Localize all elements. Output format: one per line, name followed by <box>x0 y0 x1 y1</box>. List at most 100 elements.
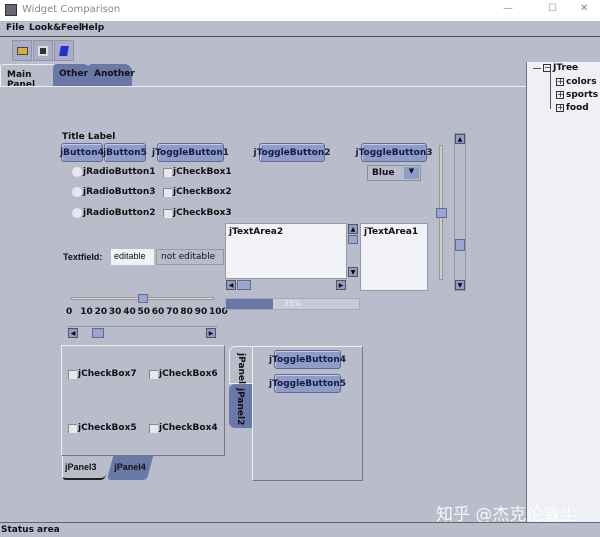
panel3-content <box>61 345 225 456</box>
jbutton5[interactable]: jButton5 <box>103 143 147 162</box>
jcheckbox5[interactable]: jCheckBox5 <box>68 423 137 433</box>
scroll-left-icon[interactable]: ◀ <box>68 328 78 338</box>
progress-bar: 35% <box>225 298 360 310</box>
jradiobutton3[interactable]: jRadioButton3 <box>72 187 156 197</box>
tab-main-panel[interactable]: Main Panel <box>0 64 55 90</box>
tree-label: colors <box>566 77 597 87</box>
jtogglebutton2[interactable]: jToggleButton2 <box>254 143 331 162</box>
jtogglebutton3[interactable]: jToggleButton3 <box>356 143 433 162</box>
radio-label: jRadioButton2 <box>83 208 156 218</box>
jbutton4[interactable]: jButton4 <box>60 143 104 162</box>
menu-file[interactable]: File <box>6 23 25 33</box>
window-title: Widget Comparison <box>22 4 121 15</box>
tab-label: jPanel4 <box>114 462 146 472</box>
textfield-not-editable: not editable <box>156 249 224 265</box>
tree-line <box>533 68 541 69</box>
menu-help[interactable]: Help <box>81 23 105 33</box>
tree-label: food <box>566 103 589 113</box>
open-button[interactable] <box>12 40 32 61</box>
combo-value: Blue <box>372 168 395 178</box>
jcheckbox7[interactable]: jCheckBox7 <box>68 369 137 379</box>
jcheckbox4[interactable]: jCheckBox4 <box>149 423 218 433</box>
scroll-right-icon[interactable]: ▶ <box>206 328 216 338</box>
panel1-content <box>252 346 363 481</box>
menu-bar: File Look&Feel Help <box>0 21 600 37</box>
jcheckbox6[interactable]: jCheckBox6 <box>149 369 218 379</box>
tree-panel <box>526 62 600 522</box>
app-icon <box>5 4 17 16</box>
menu-look-and-feel[interactable]: Look&Feel <box>29 23 83 33</box>
tab-jpanel4[interactable]: jPanel4 <box>106 456 154 480</box>
slider-tick-label: 60 <box>151 307 165 317</box>
slider-tick-label: 20 <box>94 307 108 317</box>
jtextarea2[interactable]: jTextArea2 <box>225 223 347 279</box>
tree-node-sports[interactable]: +sports <box>556 90 598 100</box>
tree-node-food[interactable]: +food <box>556 103 589 113</box>
scroll-up-icon[interactable]: ▲ <box>455 134 465 144</box>
expand-icon[interactable]: + <box>556 103 564 112</box>
scroll-right-icon[interactable]: ▶ <box>336 280 346 290</box>
jtogglebutton1[interactable]: jToggleButton1 <box>152 143 229 162</box>
slider-tick-label: 30 <box>108 307 122 317</box>
slider-thumb[interactable] <box>137 294 148 303</box>
jtogglebutton5[interactable]: jToggleButton5 <box>269 374 346 393</box>
jradiobutton1[interactable]: jRadioButton1 <box>72 167 156 177</box>
textarea2-vscrollbar[interactable]: ▲ ▼ <box>347 223 360 279</box>
book-icon <box>59 45 69 56</box>
tree-node-colors[interactable]: +colors <box>556 77 597 87</box>
slider-tick-label: 70 <box>166 307 179 317</box>
tab-jpanel1[interactable]: jPanel1 <box>229 346 252 390</box>
checkbox-label: jCheckBox6 <box>159 369 218 379</box>
book-button[interactable] <box>54 40 74 61</box>
minimize-button[interactable]: — <box>503 3 513 14</box>
tree-root[interactable]: −JTree <box>543 63 578 73</box>
tab-jpanel3[interactable]: jPanel3 <box>62 456 106 480</box>
tab-jpanel2[interactable]: jPanel2 <box>229 384 252 428</box>
textarea2-hscrollbar[interactable]: ◀ ▶ <box>225 279 347 291</box>
save-button[interactable] <box>33 40 53 61</box>
maximize-button[interactable]: ☐ <box>548 3 557 14</box>
textfield-label: Textfield: <box>63 252 103 262</box>
jtogglebutton4[interactable]: jToggleButton4 <box>269 350 346 369</box>
jcheckbox1[interactable]: jCheckBox1 <box>163 167 232 177</box>
scroll-thumb[interactable] <box>348 235 358 244</box>
tab-another[interactable]: Another <box>88 64 135 86</box>
slider-tick-label: 100 <box>209 307 228 317</box>
textfield-editable[interactable]: editable <box>111 249 154 265</box>
vertical-slider-thumb[interactable] <box>436 207 447 218</box>
tab-other[interactable]: Other <box>53 64 91 86</box>
scroll-up-icon[interactable]: ▲ <box>348 224 358 234</box>
scroll-left-icon[interactable]: ◀ <box>226 280 236 290</box>
save-icon <box>38 45 48 56</box>
tab-divider <box>0 86 526 87</box>
checkbox-label: jCheckBox2 <box>173 187 232 197</box>
tab-label: jPanel1 <box>236 353 246 391</box>
jcheckbox2[interactable]: jCheckBox2 <box>163 187 232 197</box>
checkbox-label: jCheckBox4 <box>159 423 218 433</box>
expand-icon[interactable]: + <box>556 77 564 86</box>
radio-label: jRadioButton3 <box>83 187 156 197</box>
scroll-thumb[interactable] <box>455 239 465 251</box>
color-combobox[interactable]: Blue ▼ <box>367 165 421 181</box>
checkbox-label: jCheckBox7 <box>78 369 137 379</box>
slider-tick-label: 50 <box>137 307 151 317</box>
horizontal-scrollbar[interactable]: ◀ ▶ <box>67 326 218 338</box>
checkbox-label: jCheckBox5 <box>78 423 137 433</box>
expand-icon[interactable]: + <box>556 90 564 99</box>
scroll-thumb[interactable] <box>237 280 251 290</box>
radio-label: jRadioButton1 <box>83 167 156 177</box>
open-folder-icon <box>16 46 28 55</box>
scroll-down-icon[interactable]: ▼ <box>348 267 358 277</box>
scroll-down-icon[interactable]: ▼ <box>455 280 465 290</box>
jtextarea1[interactable]: jTextArea1 <box>360 223 428 291</box>
tree-label: JTree <box>553 63 579 73</box>
close-button[interactable]: ✕ <box>580 3 589 14</box>
jcheckbox3[interactable]: jCheckBox3 <box>163 208 232 218</box>
vertical-scrollbar[interactable]: ▲ ▼ <box>454 133 466 291</box>
title-bar: Widget Comparison — ☐ ✕ <box>0 0 600 21</box>
tree-line <box>550 72 551 109</box>
jradiobutton2[interactable]: jRadioButton2 <box>72 208 156 218</box>
scroll-thumb[interactable] <box>92 328 104 338</box>
collapse-icon[interactable]: − <box>543 63 551 72</box>
